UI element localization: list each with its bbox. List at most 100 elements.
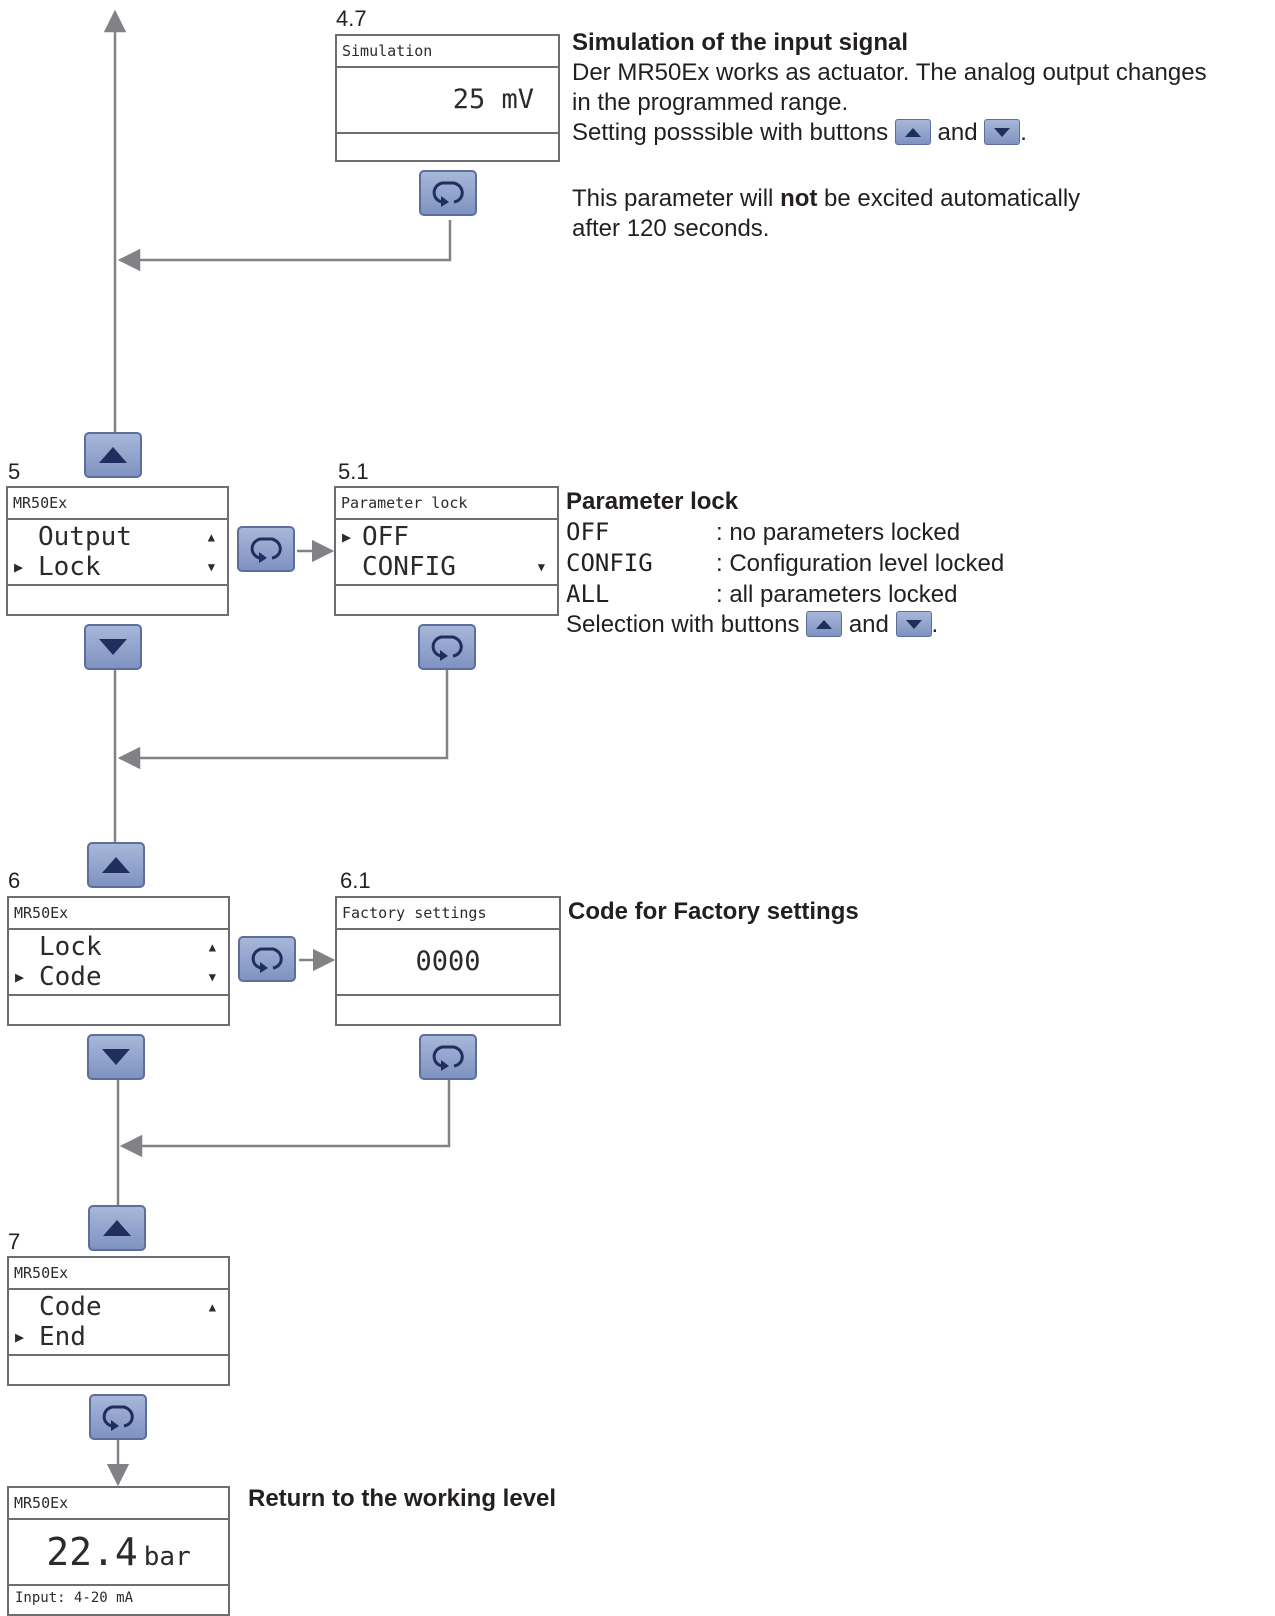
arrow-up-icon <box>103 1220 131 1236</box>
loop-icon <box>432 1045 464 1071</box>
desc-title: Code for Factory settings <box>568 898 859 925</box>
option-off: OFF <box>362 522 409 552</box>
step-label-7: 7 <box>8 1229 21 1254</box>
down-button-icon <box>984 119 1021 145</box>
option-text: : all parameters locked <box>716 581 958 608</box>
pointer-icon: ▶ <box>14 558 24 576</box>
menu-item-lock: Lock <box>38 552 101 582</box>
desc-text: be excited automatically <box>824 185 1081 212</box>
arrow-down-icon <box>102 1049 130 1065</box>
arrow-down-icon <box>99 639 127 655</box>
connector-return-61 <box>119 1080 451 1158</box>
desc-line: Setting posssible with buttons and . <box>572 118 1272 148</box>
enter-button-5[interactable] <box>237 526 295 572</box>
measured-value: 22.4 <box>46 1530 138 1574</box>
step-label-6: 6 <box>8 868 21 893</box>
lcd-simulation: Simulation 25 mV <box>335 34 560 162</box>
desc-text: Setting posssible with buttons <box>572 119 889 146</box>
desc-title: Return to the working level <box>248 1485 557 1512</box>
up-button-7[interactable] <box>88 1205 146 1251</box>
option-name: CONFIG <box>566 549 653 577</box>
menu-item-end: End <box>39 1322 86 1352</box>
lcd-header: Factory settings <box>337 898 559 930</box>
desc-title: Parameter lock <box>566 488 739 515</box>
up-button-6[interactable] <box>87 842 145 888</box>
desc-line: This parameter will not be excited autom… <box>572 184 1272 214</box>
pointer-icon: ▶ <box>15 1328 25 1346</box>
down-button-6[interactable] <box>87 1034 145 1080</box>
desc-text: . <box>931 611 939 638</box>
down-button-icon <box>895 611 932 637</box>
desc-text: and <box>848 611 889 638</box>
option-config: CONFIG <box>362 552 456 582</box>
measured-unit: bar <box>143 1542 191 1572</box>
enter-button-7[interactable] <box>89 1394 147 1440</box>
option-text: : Configuration level locked <box>716 550 1005 577</box>
option-row: OFF: no parameters locked <box>566 517 1266 548</box>
lcd-header: MR50Ex <box>9 1258 228 1290</box>
desc-line: Selection with buttons and . <box>566 610 1266 640</box>
step-label-5: 5 <box>8 459 21 484</box>
scroll-up-icon: ▲ <box>208 940 216 954</box>
lcd-menu-6: MR50Ex Lock ▲ ▶ Code ▼ <box>7 896 230 1026</box>
arrow-up-icon <box>102 857 130 873</box>
lcd-header: MR50Ex <box>9 898 228 930</box>
option-row: ALL : all parameters locked <box>566 579 1266 610</box>
loop-icon <box>432 181 464 207</box>
enter-button-5-1[interactable] <box>418 624 476 670</box>
input-range: Input: 4-20 mA <box>15 1590 134 1606</box>
lcd-parameter-lock: Parameter lock ▶ OFF CONFIG ▼ <box>334 486 559 616</box>
code-value: 0000 <box>415 946 481 977</box>
lcd-menu-5: MR50Ex Output▲ ▶Lock▼ <box>6 486 229 616</box>
enter-button-6[interactable] <box>238 936 296 982</box>
up-button-icon <box>806 611 843 637</box>
scroll-down-icon: ▼ <box>208 970 216 984</box>
step-label-5-1: 5.1 <box>338 459 369 484</box>
option-name: ALL <box>566 580 610 608</box>
desc-title: Simulation of the input signal <box>572 29 908 56</box>
scroll-down-icon: ▼ <box>207 560 215 574</box>
loop-icon <box>251 947 283 973</box>
step-label-4-7: 4.7 <box>336 6 367 31</box>
desc-bold-text: not <box>780 185 818 212</box>
loop-icon <box>250 537 282 563</box>
up-button-icon <box>894 119 931 145</box>
option-text: : no parameters locked <box>716 519 961 546</box>
desc-text: and <box>937 119 978 146</box>
desc-text: Selection with buttons <box>566 611 800 638</box>
lcd-menu-7: MR50Ex Code ▲ ▶ End <box>7 1256 230 1386</box>
simulation-value: 25 mV <box>452 84 534 115</box>
lcd-header: Parameter lock <box>336 488 557 520</box>
enter-button-4-7[interactable] <box>419 170 477 216</box>
desc-text: This parameter will <box>572 185 774 212</box>
desc-parameter-lock: Parameter lock OFF: no parameters locked… <box>566 487 1266 640</box>
enter-button-6-1[interactable] <box>419 1034 477 1080</box>
step-label-6-1: 6.1 <box>340 868 371 893</box>
lcd-header: Simulation <box>337 36 558 68</box>
down-button-5[interactable] <box>84 624 142 670</box>
desc-line: in the programmed range. <box>572 89 849 116</box>
desc-code: Code for Factory settings <box>568 897 859 927</box>
menu-item-code: Code <box>39 962 102 992</box>
menu-item-lock: Lock <box>39 932 102 962</box>
menu-item-code: Code <box>39 1292 102 1322</box>
up-button-5[interactable] <box>84 432 142 478</box>
pointer-icon: ▶ <box>15 968 25 986</box>
scroll-down-icon: ▼ <box>537 560 545 574</box>
scroll-up-icon: ▲ <box>208 1300 216 1314</box>
lcd-factory-settings: Factory settings 0000 <box>335 896 561 1026</box>
pointer-icon: ▶ <box>342 528 352 546</box>
desc-return: Return to the working level <box>248 1484 556 1514</box>
desc-simulation: Simulation of the input signal Der MR50E… <box>572 28 1272 244</box>
option-row: CONFIG : Configuration level locked <box>566 548 1266 579</box>
connector-return-47 <box>117 220 452 272</box>
loop-icon <box>431 635 463 661</box>
desc-line: after 120 seconds. <box>572 215 770 242</box>
loop-icon <box>102 1405 134 1431</box>
lcd-header: MR50Ex <box>8 488 227 520</box>
desc-text: . <box>1020 119 1027 146</box>
lcd-header: MR50Ex <box>9 1488 228 1520</box>
desc-line: Der MR50Ex works as actuator. The analog… <box>572 59 1207 86</box>
